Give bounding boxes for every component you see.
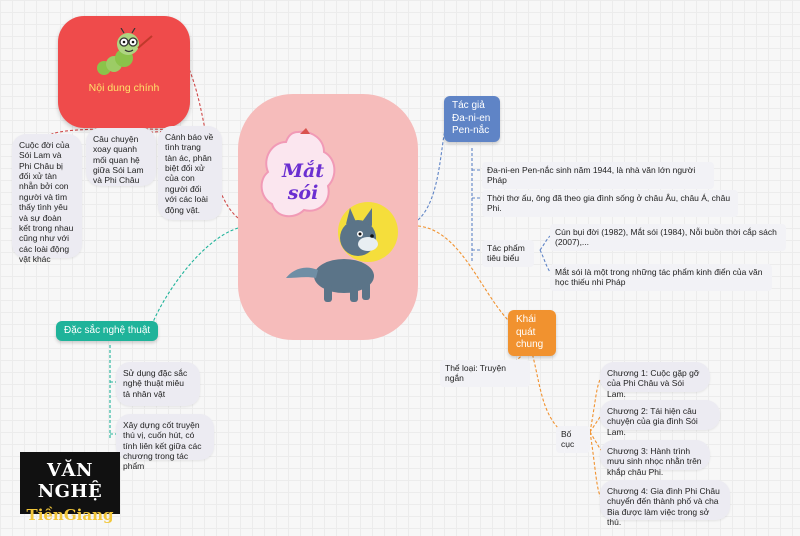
chapter-2[interactable]: Chương 2: Tái hiện câu chuyện của gia đì… (600, 400, 720, 437)
author-works-item-2[interactable]: Mắt sói là một trong những tác phẩm kinh… (550, 264, 772, 291)
logo-line-2: TiềnGiang (26, 506, 114, 524)
caterpillar-icon (97, 28, 153, 75)
main-content-item-1[interactable]: Cuộc đời của Sói Lam và Phi Châu bị đối … (12, 134, 82, 264)
chapter-3[interactable]: Chương 3: Hành trình mưu sinh nhọc nhằn … (600, 440, 710, 477)
logo-line-1: VĂN NGHỆ (37, 460, 103, 502)
main-content-item-3[interactable]: Cảnh báo về tình trạng tàn ác, phân biệt… (158, 126, 222, 220)
central-topic-title: Mắt sói (281, 160, 325, 204)
author-item-2[interactable]: Thời thơ ấu, ông đã theo gia đình sống ở… (482, 190, 738, 217)
flower-frame-icon (260, 128, 336, 218)
author-item-1[interactable]: Đa-ni-en Pen-nắc sinh năm 1944, là nhà v… (482, 162, 714, 189)
overview-topic[interactable]: Khái quát chung (508, 310, 556, 356)
overview-genre[interactable]: Thể loại: Truyện ngắn (440, 360, 530, 387)
art-item-1[interactable]: Sử dụng đặc sắc nghệ thuật miêu tả nhân … (116, 362, 200, 406)
overview-layout-label[interactable]: Bố cục (556, 426, 590, 453)
art-item-2[interactable]: Xây dựng cốt truyện thú vị, cuốn hút, có… (116, 414, 214, 471)
van-nghe-tien-giang-logo: VĂN NGHỆ TiềnGiang (20, 452, 120, 524)
art-topic[interactable]: Đặc sắc nghệ thuật (56, 321, 159, 342)
main-content-title: Nội dung chính (88, 82, 160, 94)
chapter-4[interactable]: Chương 4: Gia đình Phi Châu chuyển đến t… (600, 480, 730, 527)
wolf-cub-icon (286, 202, 398, 302)
chapter-1[interactable]: Chương 1: Cuộc gặp gỡ của Phi Châu và Só… (600, 362, 710, 399)
main-content-item-2[interactable]: Câu chuyện xoay quanh mối quan hệ giữa S… (86, 128, 156, 186)
author-topic[interactable]: Tác giả Đa-ni-en Pen-nắc (444, 96, 500, 142)
author-works-label[interactable]: Tác phẩm tiêu biểu (482, 240, 534, 267)
author-works-item-1[interactable]: Cún bụi đời (1982), Mắt sói (1984), Nỗi … (550, 224, 786, 251)
